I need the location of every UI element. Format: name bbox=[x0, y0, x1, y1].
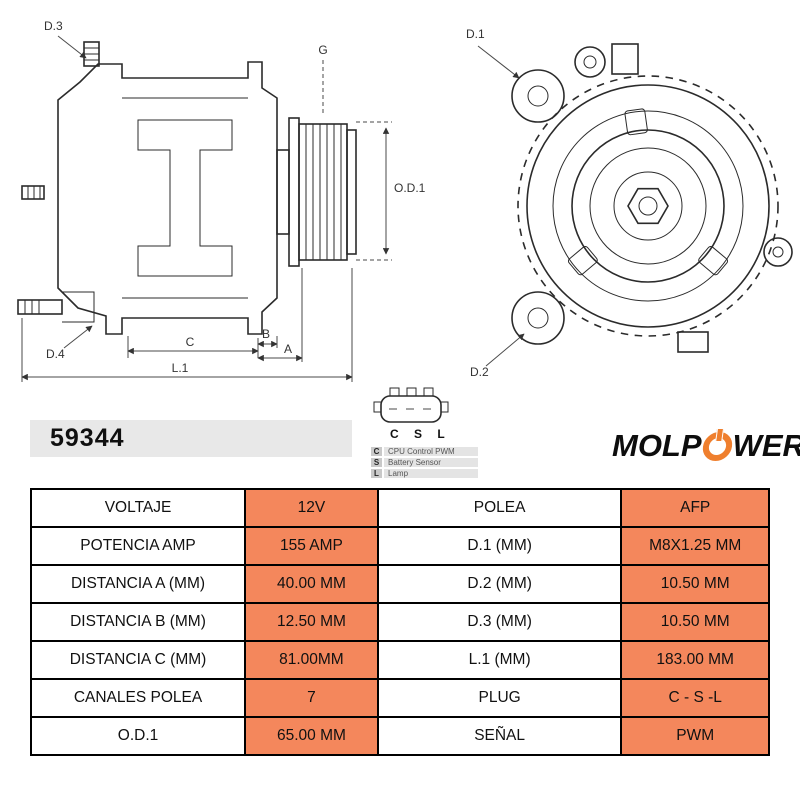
legend-pin-c: C bbox=[371, 447, 382, 456]
mounting-bolt-top bbox=[83, 41, 100, 67]
spec-value-cell: 12V bbox=[244, 488, 379, 528]
label-c: C bbox=[186, 335, 195, 349]
spec-label-cell: PLUG bbox=[376, 678, 623, 718]
spec-label-cell: DISTANCIA B (MM) bbox=[29, 602, 247, 642]
legend-pin-s: S bbox=[371, 458, 382, 467]
spec-label-cell: D.3 (MM) bbox=[376, 602, 623, 642]
spec-label-cell: CANALES POLEA bbox=[29, 678, 247, 718]
spec-label-cell: D.2 (MM) bbox=[376, 564, 623, 604]
mounting-ear-top-small bbox=[574, 46, 606, 78]
spec-label-cell: DISTANCIA C (MM) bbox=[29, 640, 247, 680]
mounting-ear-right bbox=[763, 237, 793, 267]
spec-value-cell: 10.50 MM bbox=[620, 564, 770, 604]
spec-value-cell: 81.00MM bbox=[244, 640, 379, 680]
logo-text-before: MOLP bbox=[612, 428, 702, 463]
table-row: O.D.1 65.00 MM SEÑAL PWM bbox=[29, 716, 770, 756]
label-od1: O.D.1 bbox=[394, 181, 426, 195]
spec-value-cell: 155 AMP bbox=[244, 526, 379, 566]
spec-label-cell: SEÑAL bbox=[376, 716, 623, 756]
spec-label-cell: VOLTAJE bbox=[29, 488, 247, 528]
spec-value-cell: PWM bbox=[620, 716, 770, 756]
label-d4: D.4 bbox=[46, 347, 65, 361]
label-b: B bbox=[262, 327, 270, 341]
mounting-ear-top-left bbox=[511, 69, 565, 123]
spec-label-cell: O.D.1 bbox=[29, 716, 247, 756]
table-row: VOLTAJE 12V POLEA AFP bbox=[29, 488, 770, 528]
technical-drawing: G O.D.1 C B A L.1 D.3 D.4 bbox=[17, 19, 793, 441]
table-row: DISTANCIA A (MM) 40.00 MM D.2 (MM) 10.50… bbox=[29, 564, 770, 604]
terminal-left bbox=[21, 185, 45, 200]
logo-text-after: WER bbox=[732, 428, 800, 463]
alternator-side-view: G O.D.1 C B A L.1 D.3 D.4 bbox=[17, 19, 426, 382]
label-d1: D.1 bbox=[466, 27, 485, 41]
spec-value-cell: C - S -L bbox=[620, 678, 770, 718]
connector-pins-label: C S L bbox=[390, 427, 451, 441]
legend-desc-s: Battery Sensor bbox=[384, 458, 478, 467]
label-l1: L.1 bbox=[172, 361, 189, 375]
alternator-front-view: D.1 D.2 bbox=[466, 27, 793, 379]
spec-label-cell: POLEA bbox=[376, 488, 623, 528]
legend-row-s: S Battery Sensor bbox=[371, 458, 478, 467]
plug-connector-diagram: C S L bbox=[373, 387, 451, 441]
power-icon bbox=[700, 431, 734, 461]
connector-legend: C CPU Control PWM S Battery Sensor L Lam… bbox=[371, 447, 478, 480]
legend-desc-c: CPU Control PWM bbox=[384, 447, 478, 456]
label-d2: D.2 bbox=[470, 365, 489, 379]
spec-label-cell: D.1 (MM) bbox=[376, 526, 623, 566]
spec-value-cell: 7 bbox=[244, 678, 379, 718]
spec-value-cell: M8X1.25 MM bbox=[620, 526, 770, 566]
legend-row-c: C CPU Control PWM bbox=[371, 447, 478, 456]
label-d3: D.3 bbox=[44, 19, 63, 33]
spec-value-cell: 183.00 MM bbox=[620, 640, 770, 680]
table-row: DISTANCIA B (MM) 12.50 MM D.3 (MM) 10.50… bbox=[29, 602, 770, 642]
spec-table: VOLTAJE 12V POLEA AFP POTENCIA AMP 155 A… bbox=[29, 488, 770, 756]
spec-value-cell: 12.50 MM bbox=[244, 602, 379, 642]
spec-label-cell: DISTANCIA A (MM) bbox=[29, 564, 247, 604]
legend-desc-l: Lamp bbox=[384, 469, 478, 478]
pulley-side bbox=[276, 117, 357, 267]
mounting-ear-bottom-left bbox=[511, 291, 565, 345]
spec-value-cell: 65.00 MM bbox=[244, 716, 379, 756]
spec-label-cell: L.1 (MM) bbox=[376, 640, 623, 680]
mounting-stud-bottom bbox=[17, 291, 95, 323]
part-number: 59344 bbox=[50, 424, 125, 452]
table-row: CANALES POLEA 7 PLUG C - S -L bbox=[29, 678, 770, 718]
part-number-box: 59344 bbox=[30, 420, 352, 457]
label-g: G bbox=[318, 43, 327, 57]
spec-label-cell: POTENCIA AMP bbox=[29, 526, 247, 566]
spec-value-cell: AFP bbox=[620, 488, 770, 528]
legend-row-l: L Lamp bbox=[371, 469, 478, 478]
brand-logo: MOLP WER bbox=[612, 428, 800, 464]
legend-pin-l: L bbox=[371, 469, 382, 478]
spec-value-cell: 40.00 MM bbox=[244, 564, 379, 604]
label-a: A bbox=[284, 342, 292, 356]
table-row: POTENCIA AMP 155 AMP D.1 (MM) M8X1.25 MM bbox=[29, 526, 770, 566]
table-row: DISTANCIA C (MM) 81.00MM L.1 (MM) 183.00… bbox=[29, 640, 770, 680]
pulley-front bbox=[571, 129, 725, 283]
spec-value-cell: 10.50 MM bbox=[620, 602, 770, 642]
